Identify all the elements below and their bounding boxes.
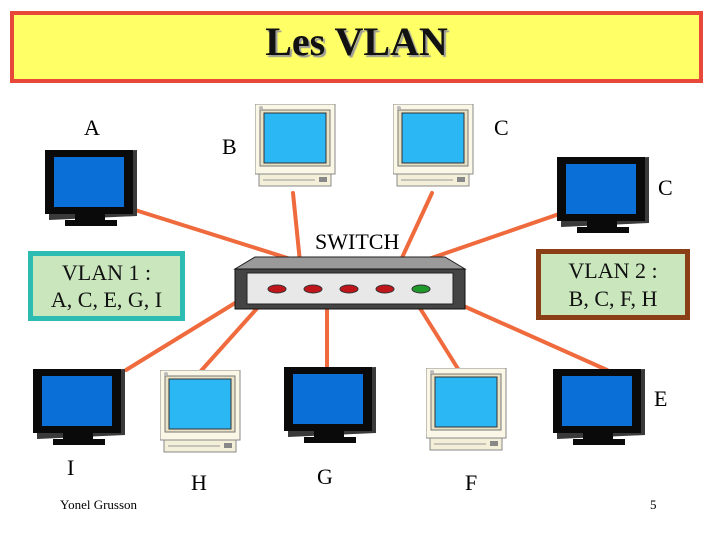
vlan1-members: A, C, E, G, I [50, 287, 163, 312]
cable-f [416, 303, 462, 374]
label-a: A [84, 115, 100, 140]
dark-monitor-icon [553, 369, 647, 447]
beige-monitor-icon [393, 104, 475, 194]
vlan2-title: VLAN 2 : [568, 258, 658, 283]
switch-port-led [339, 284, 359, 294]
label-e: E [654, 386, 668, 411]
switch-port-led [411, 284, 431, 294]
label-switch: SWITCH [315, 229, 400, 254]
dark-monitor-icon [45, 150, 139, 228]
label-c-top: C [494, 115, 509, 140]
beige-monitor-icon [255, 104, 337, 194]
vlan1-box: VLAN 1 : A, C, E, G, I [28, 251, 185, 321]
title-banner: Les VLAN [10, 11, 703, 83]
page-title: Les VLAN [265, 18, 448, 64]
switch-port-led [375, 284, 395, 294]
cable-c-top [398, 191, 434, 264]
beige-monitor-icon [160, 370, 242, 460]
label-b: B [222, 134, 237, 159]
switch-port-led [267, 284, 287, 294]
label-h: H [191, 470, 207, 495]
cable-i [124, 298, 242, 372]
page-number: 5 [650, 497, 657, 512]
cable-a [133, 208, 302, 264]
label-f: F [465, 470, 478, 495]
label-c-right: C [658, 175, 673, 200]
cable-c-right [418, 210, 567, 264]
cable-h [198, 303, 262, 374]
vlan2-members: B, C, F, H [568, 285, 658, 311]
cable-b [291, 191, 302, 264]
label-i: I [67, 455, 75, 480]
dark-monitor-icon [557, 157, 651, 235]
cable-e [448, 298, 609, 372]
label-g: G [317, 464, 333, 489]
vlan1-title: VLAN 1 : [61, 259, 152, 285]
dark-monitor-icon [33, 369, 127, 447]
switch-port-led [303, 284, 323, 294]
author-footer: Yonel Grusson [60, 497, 138, 512]
dark-monitor-icon [284, 367, 378, 445]
beige-monitor-icon [426, 368, 508, 458]
network-switch-icon [233, 255, 467, 312]
vlan2-box: VLAN 2 : B, C, F, H [536, 249, 690, 320]
